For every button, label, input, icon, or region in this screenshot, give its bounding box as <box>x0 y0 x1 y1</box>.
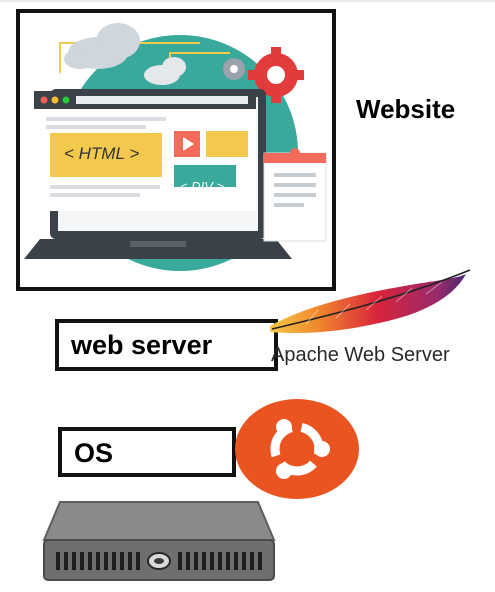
website-label: Website <box>356 94 456 124</box>
html-tag-label: < HTML > <box>64 144 140 163</box>
ubuntu-icon <box>235 399 359 499</box>
apache-label: Apache Web Server <box>271 344 450 366</box>
os-box: OS <box>58 427 236 477</box>
laptop-webpage-icon <box>24 23 327 271</box>
web-server-box: web server <box>55 319 278 371</box>
cloud-icon <box>144 57 186 85</box>
web-server-label: web server <box>71 330 213 360</box>
gear-icon <box>248 47 304 103</box>
gear-icon <box>223 58 245 80</box>
server-rack-icon <box>42 501 276 581</box>
apache-feather-icon <box>270 269 471 334</box>
os-label: OS <box>74 438 114 468</box>
cloud-icon <box>64 23 140 69</box>
top-divider <box>0 0 495 2</box>
div-tag-label: < DIV > <box>180 179 225 194</box>
website-illustration: < HTML > < DIV > <box>16 9 336 291</box>
